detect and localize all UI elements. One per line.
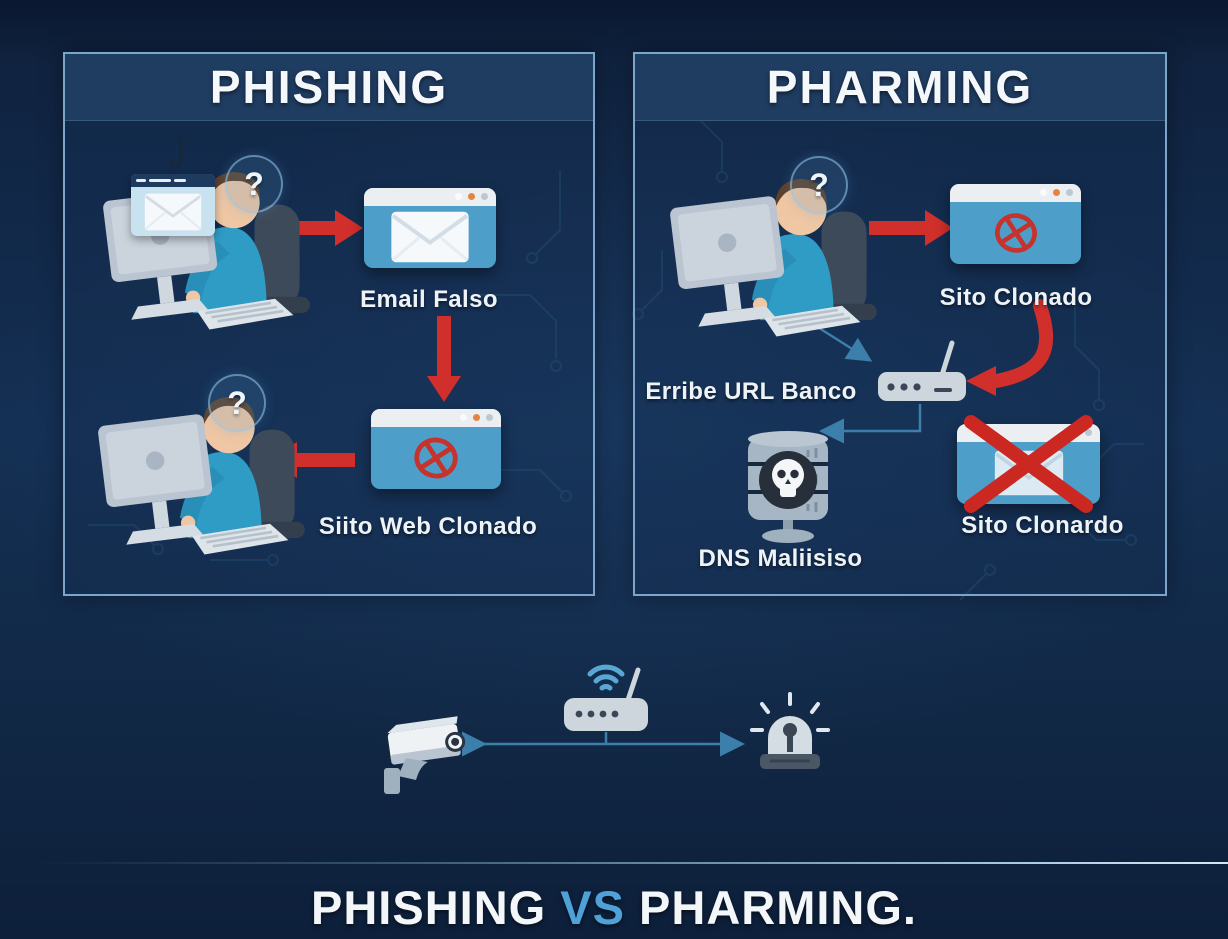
sito-clonado-label: Sito Clonado [939,284,1093,311]
phishing-panel: PHISHING [63,52,595,596]
dns-skull-database-icon [748,431,828,543]
footer-phishing-text: PHISHING [311,881,547,934]
question-bubble: ? [225,155,283,213]
alert-rays-icon [750,692,830,732]
sito-clonardo-label: Sito Clonardo [961,512,1124,539]
browser-dot [455,193,462,200]
pharming-panel-header: PHARMING [635,54,1165,121]
red-x-icon [964,415,1093,513]
browser-dot [1053,189,1060,196]
cloned-site-window-icon [371,409,501,489]
wifi-signal-icon [587,664,625,691]
red-arrow-down-icon [427,316,461,402]
question-mark: ? [809,166,829,203]
footer-divider [0,862,1228,864]
pharming-victim-scene: ? [670,148,885,353]
phishing-panel-header: PHISHING [65,54,593,121]
user-at-computer-icon [103,141,318,346]
cctv-camera-icon [384,716,466,794]
browser-dot [1066,189,1073,196]
alarm-siren-icon [750,692,830,769]
phishing-victim-scene: ? [103,133,318,346]
dns-maliisiso-label: DNS Maliisiso [698,545,863,572]
router-icon [878,340,966,401]
mini-window-titlebar [131,174,215,187]
phishing-title: PHISHING [209,61,449,113]
question-bubble: ? [208,374,266,432]
browser-dot [468,193,475,200]
browser-dot [486,414,493,421]
question-mark: ? [244,165,264,202]
browser-titlebar [371,409,501,427]
red-arrow-right-pharming-icon [869,210,953,246]
email-falso-window-icon [364,188,496,268]
browser-dot [473,414,480,421]
browser-dot [481,193,488,200]
browser-dot [1040,189,1047,196]
sito-clonado-window-icon [950,184,1081,264]
browser-dot [460,414,467,421]
footer-title: PHISHING VS PHARMING. [0,880,1228,935]
network-link-line [462,731,745,757]
user-at-computer-icon [670,148,885,353]
question-bubble: ? [790,156,848,214]
envelope-icon [142,193,204,231]
footer-pharming-text: PHARMING. [639,881,917,934]
erribe-url-banco-label: Erribe URL Banco [645,378,857,405]
browser-titlebar [950,184,1081,202]
phishing-victim-scene-2: ? [98,366,313,571]
crossed-circle-icon [407,429,465,487]
email-falso-label: Email Falso [360,286,498,313]
browser-titlebar [364,188,496,206]
fish-hook-icon [169,133,191,171]
footer-vs-text: VS [560,881,625,934]
browser-dot [1085,429,1092,436]
red-curved-arrow-icon [966,299,1054,396]
question-mark: ? [227,384,247,421]
crossed-circle-icon [988,205,1044,261]
sito-clonardo-window-icon [957,415,1100,513]
pharming-title: PHARMING [766,61,1034,113]
user-at-computer-icon [98,366,313,571]
wifi-router-icon [564,664,648,731]
phishing-email-window-icon [131,174,215,236]
router-dns-link-arrow [819,404,922,444]
envelope-icon [388,211,472,263]
siito-web-clonado-label: Siito Web Clonado [318,513,538,540]
